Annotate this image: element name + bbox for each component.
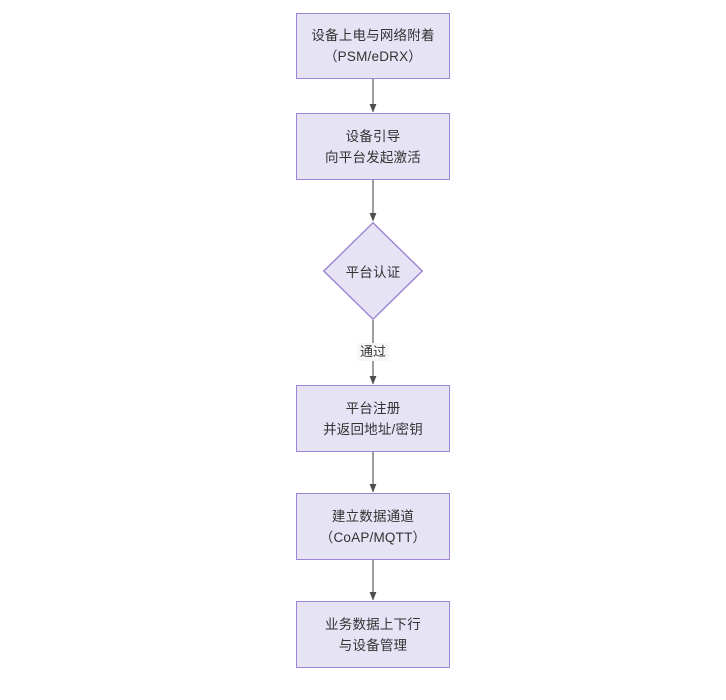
- diamond-shape: [323, 222, 423, 320]
- node-text-line: 设备引导: [345, 128, 401, 144]
- node-text-line: 并返回地址/密钥: [323, 421, 423, 437]
- node-data-channel[interactable]: 建立数据通道 （CoAP/MQTT）: [296, 493, 450, 560]
- node-text-line: 建立数据通道: [331, 508, 415, 524]
- node-text-line: 设备上电与网络附着: [311, 28, 435, 43]
- node-platform-auth[interactable]: 平台认证: [323, 222, 423, 320]
- node-text-line: 与设备管理: [338, 637, 408, 653]
- node-bootstrap[interactable]: 设备引导向平台发起激活: [296, 113, 450, 180]
- node-platform-register[interactable]: 平台注册并返回地址/密钥: [296, 385, 450, 452]
- node-text-line: （CoAP/MQTT）: [319, 529, 427, 545]
- node-text-line: 业务数据上下行: [325, 616, 421, 632]
- node-text-line: （PSM/eDRX）: [323, 49, 423, 64]
- decision-node-label: 平台认证: [345, 265, 401, 280]
- edge-label: 通过: [356, 343, 390, 361]
- node-text-line: 平台注册: [345, 400, 401, 416]
- node-business-data[interactable]: 业务数据上下行与设备管理: [296, 601, 450, 668]
- node-text-line: 向平台发起激活: [325, 149, 421, 165]
- node-power-on[interactable]: 设备上电与网络附着 （PSM/eDRX）: [296, 13, 450, 79]
